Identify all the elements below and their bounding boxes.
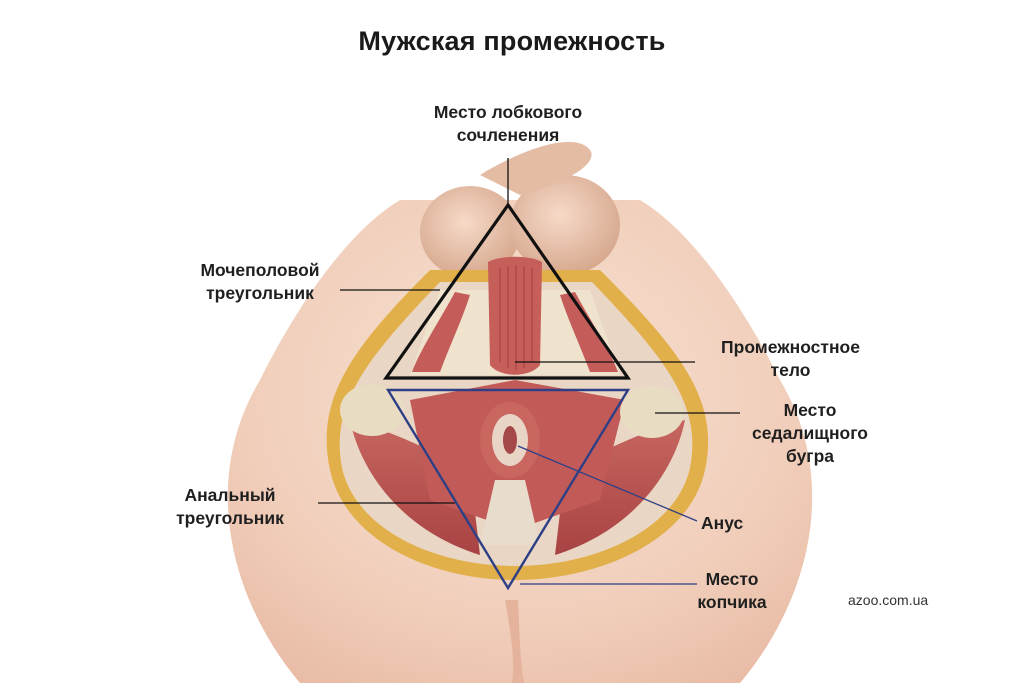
label-ischial-tuberosity: Место седалищного бугра — [730, 399, 890, 468]
bulbospongiosus — [488, 257, 542, 375]
label-anus: Анус — [701, 512, 743, 535]
ischial-tuberosity-left — [340, 384, 404, 436]
label-anal-triangle: Анальный треугольник — [150, 484, 310, 530]
anus-opening — [503, 426, 517, 454]
label-urogenital-triangle: Мочеполовой треугольник — [180, 259, 340, 305]
label-perineal-body: Промежностное тело — [698, 336, 883, 382]
source-credit: azoo.com.ua — [848, 592, 928, 608]
ischial-tuberosity-right — [620, 386, 684, 438]
label-coccyx: Место копчика — [672, 568, 792, 614]
label-pubic-symphysis: Место лобкового сочленения — [398, 101, 618, 147]
